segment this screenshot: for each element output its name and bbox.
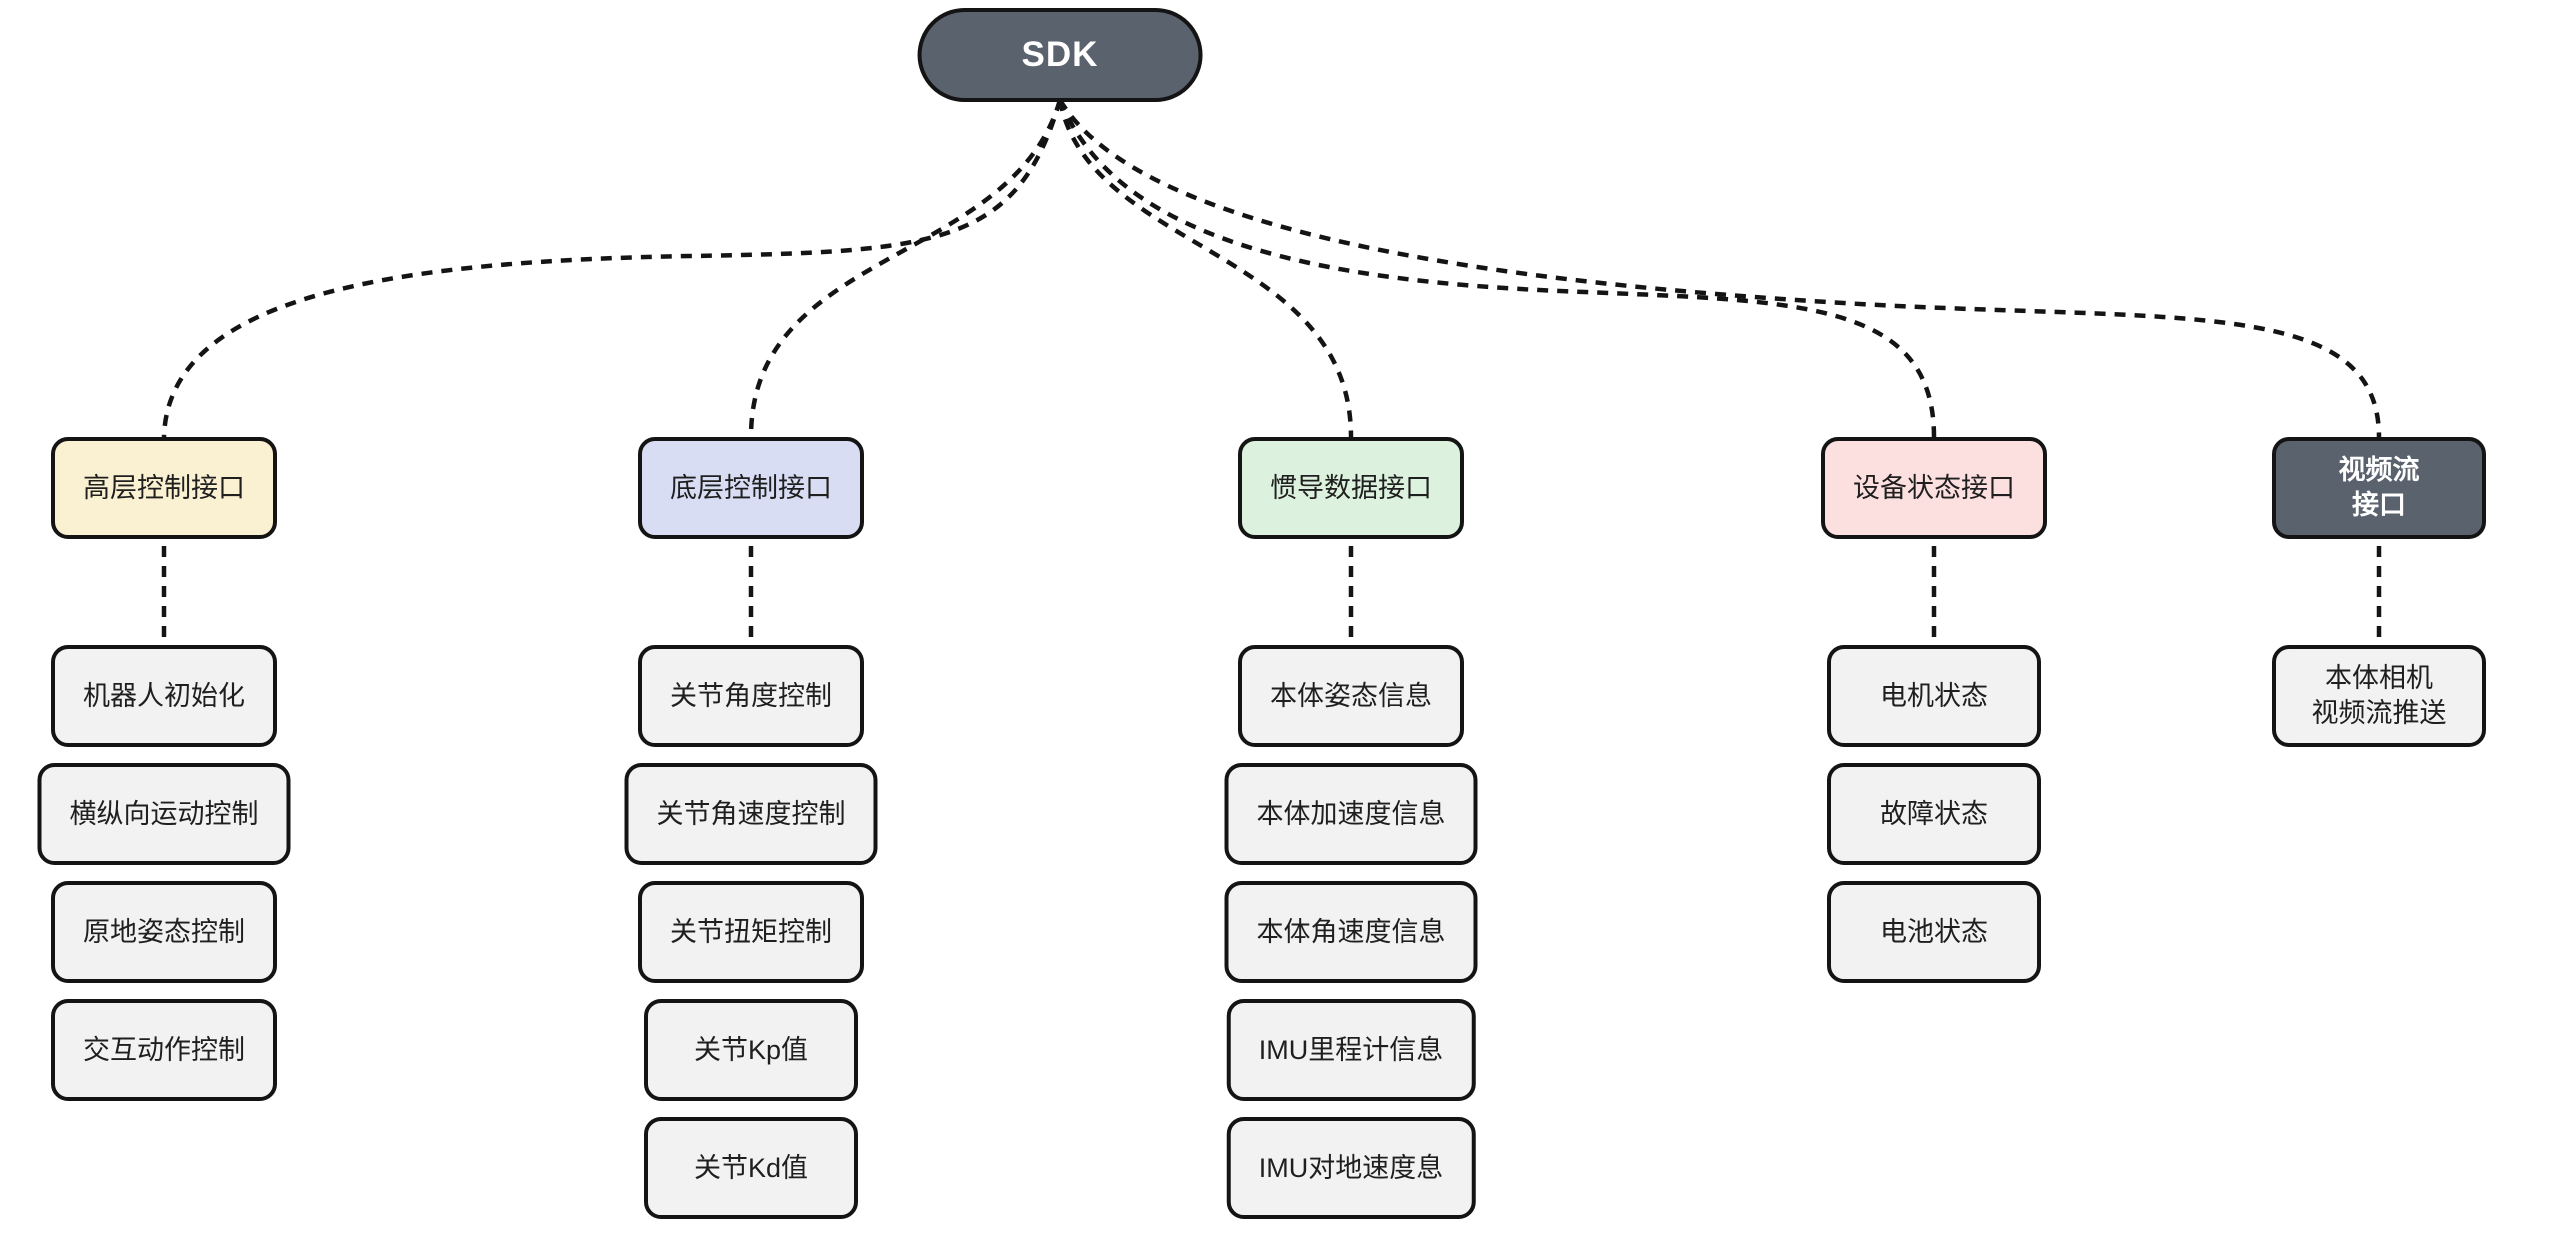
leaf-node: 关节Kd值 [644, 1117, 858, 1219]
leaf-node: IMU里程计信息 [1226, 999, 1476, 1101]
leaf-node: 关节Kp值 [644, 999, 858, 1101]
category-node-imu-data: 惯导数据接口 [1238, 437, 1464, 539]
leaf-node: 机器人初始化 [51, 645, 277, 747]
leaf-node: 本体加速度信息 [1224, 763, 1478, 865]
category-node-high-level-control: 高层控制接口 [51, 437, 277, 539]
category-node-device-status: 设备状态接口 [1821, 437, 2047, 539]
edge-sdk-to-low-level-control [748, 99, 1063, 438]
leaf-node: 关节角度控制 [638, 645, 864, 747]
leaf-node: 本体相机 视频流推送 [2272, 645, 2486, 747]
leaf-node: 电机状态 [1827, 645, 2041, 747]
edge-sdk-to-video-stream [1058, 98, 2382, 438]
leaf-node: 故障状态 [1827, 763, 2041, 865]
root-node-sdk: SDK [917, 8, 1203, 102]
edge-sdk-to-imu-data [1057, 99, 1354, 438]
leaf-node: 本体角速度信息 [1224, 881, 1478, 983]
category-node-low-level-control: 底层控制接口 [638, 437, 864, 539]
leaf-node: 关节扭矩控制 [638, 881, 864, 983]
leaf-node: 本体姿态信息 [1238, 645, 1464, 747]
edge-sdk-to-high-level-control [161, 99, 1063, 438]
leaf-node: 交互动作控制 [51, 999, 277, 1101]
category-node-video-stream: 视频流接口 [2272, 437, 2486, 539]
leaf-node: IMU对地速度息 [1226, 1117, 1476, 1219]
edge-sdk-to-device-status [1057, 99, 1937, 438]
leaf-node: 原地姿态控制 [51, 881, 277, 983]
leaf-node: 电池状态 [1827, 881, 2041, 983]
leaf-node: 关节角速度控制 [624, 763, 878, 865]
leaf-node: 横纵向运动控制 [37, 763, 291, 865]
